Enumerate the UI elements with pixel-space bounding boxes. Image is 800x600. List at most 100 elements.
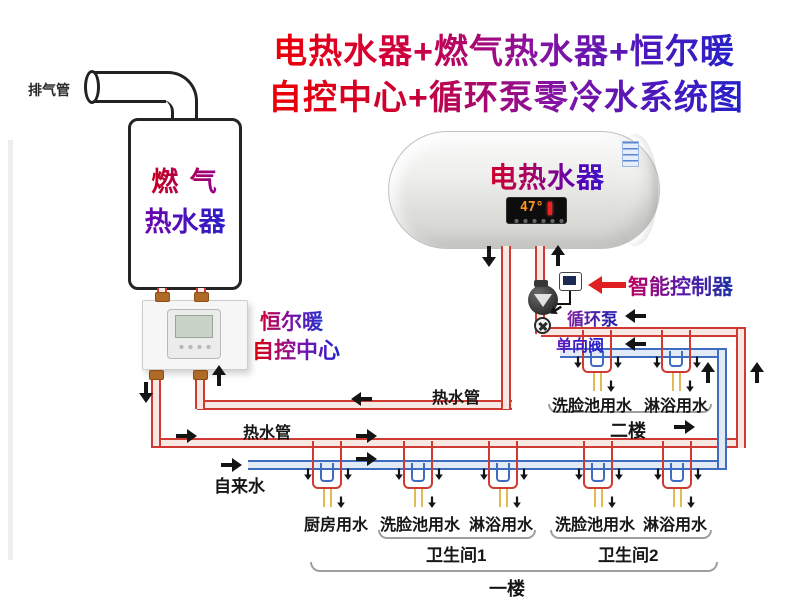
- smart-controller-label: 智能控制器: [628, 271, 733, 301]
- electric-heater-label: 电热水器: [462, 156, 632, 196]
- fixture-drop-hot-loop: [582, 330, 612, 373]
- exhaust-pipe-tube: [92, 71, 166, 103]
- bathroom1-label: 卫生间1: [426, 546, 487, 565]
- fixture-drop-cold-loop: [591, 463, 605, 482]
- flow-arrow-right: [221, 455, 242, 475]
- faucet-tail: [593, 371, 602, 391]
- flow-arrow-down: [479, 246, 499, 267]
- flow-arrow-down: [692, 356, 703, 369]
- control-center-brand: 恒尔暖: [260, 306, 323, 336]
- fixture-drop-cold-loop: [411, 463, 425, 482]
- faucet-tail: [594, 487, 603, 507]
- flow-arrow-right: [674, 417, 695, 437]
- flow-arrow-down: [343, 468, 354, 481]
- diagram-title-line2: 自控中心+循环泵零冷水系统图: [260, 70, 752, 119]
- faucet-tail: [414, 487, 423, 507]
- flow-arrow-down: [685, 380, 696, 393]
- temperature-display[interactable]: 47°: [506, 197, 567, 224]
- exhaust-pipe-opening: [84, 70, 100, 104]
- flow-arrow-right: [356, 426, 377, 446]
- electric-water-heater: [388, 131, 660, 249]
- flow-arrow-down: [303, 468, 314, 481]
- flow-arrow-down: [336, 496, 347, 509]
- hot-pipe-heater-outlet: [501, 246, 511, 409]
- cold-pipe-floor2: [560, 348, 727, 358]
- hot-water-pipe-label-upper: 热水管: [432, 390, 481, 407]
- check-valve-label: 单向阀: [556, 332, 604, 356]
- flow-arrow-down: [574, 468, 585, 481]
- outlet-label-washbasin-2: 洗脸池用水: [555, 517, 636, 534]
- fixture-drop-cold-loop: [320, 463, 334, 482]
- check-valve: [534, 317, 551, 334]
- hot-pipe-heater-return-inlet: [535, 246, 545, 290]
- circulation-pump-rotor: [534, 294, 552, 307]
- flow-arrow-down: [607, 496, 618, 509]
- pipe-coupling: [194, 292, 209, 302]
- faucet-tail: [673, 487, 682, 507]
- exhaust-pipe-elbow-inner: [160, 100, 174, 120]
- temperature-value: 47°: [520, 200, 544, 215]
- flow-arrow-left: [625, 306, 646, 326]
- fixture-drop-cold-loop: [590, 351, 604, 367]
- flow-arrow-up: [747, 362, 767, 383]
- flow-arrow-down: [614, 468, 625, 481]
- flow-arrow-down: [573, 356, 584, 369]
- hot-water-pipe-label-lower: 热水管: [243, 425, 292, 442]
- flow-arrow-down: [652, 356, 663, 369]
- flow-arrow-down: [136, 382, 156, 403]
- flow-arrow-down: [653, 468, 664, 481]
- hot-pipe-supply-run: [151, 438, 746, 448]
- flow-arrow-left: [351, 389, 372, 409]
- diagram-title-line1: 电热水器+燃气热水器+恒尔暖: [258, 24, 750, 73]
- circulation-pump-cap: [534, 280, 548, 287]
- energy-label-sticker: [622, 141, 639, 167]
- pipe-coupling: [149, 370, 164, 380]
- flow-arrow-down: [512, 496, 523, 509]
- floor1-label: 一楼: [489, 579, 525, 599]
- faucet-tail: [672, 371, 681, 391]
- fixture-drop-hot-loop: [312, 441, 342, 489]
- display-buttons[interactable]: [512, 218, 564, 223]
- fixture-drop-cold-loop: [670, 463, 684, 482]
- control-center-buttons[interactable]: [177, 344, 213, 350]
- flow-arrow-down: [479, 468, 490, 481]
- flow-arrow-up: [209, 365, 229, 386]
- hot-pipe-floor2-return: [541, 327, 746, 337]
- flow-arrow-right: [356, 449, 377, 469]
- heating-indicator-bar: [548, 202, 552, 215]
- flow-arrow-down: [427, 496, 438, 509]
- outlet-label-shower-2: 淋浴用水: [643, 517, 708, 534]
- flow-arrow-left: [625, 334, 646, 354]
- gas-water-heater: [128, 118, 242, 290]
- flow-arrow-down: [434, 468, 445, 481]
- pipe-coupling: [193, 370, 208, 380]
- exhaust-pipe-label: 排气管: [28, 82, 70, 98]
- flow-arrow-down: [519, 468, 530, 481]
- fixture-drop-cold-loop: [669, 351, 683, 367]
- flow-arrow-down: [394, 468, 405, 481]
- flow-arrow-down: [686, 496, 697, 509]
- flow-arrow-up: [698, 362, 718, 383]
- flow-arrow-up: [548, 245, 568, 266]
- pipe-coupling: [155, 292, 170, 302]
- hot-pipe-control-down-left: [151, 369, 161, 448]
- flow-arrow-right: [176, 426, 197, 446]
- outlet-label-washbasin-2f: 洗脸池用水: [552, 398, 633, 415]
- cold-pipe-right-riser: [717, 348, 727, 468]
- controller-wire: [569, 291, 571, 305]
- control-center-name: 自控中心: [252, 333, 340, 365]
- outlet-label-shower-1: 淋浴用水: [469, 517, 534, 534]
- hot-pipe-control-down-right: [195, 369, 205, 409]
- gas-heater-label-line2: 热水器: [133, 200, 237, 239]
- flow-arrow-down: [606, 380, 617, 393]
- faucet-tail: [499, 487, 508, 507]
- fixture-drop-hot-loop: [403, 441, 433, 489]
- outlet-label-shower-2f: 淋浴用水: [644, 398, 709, 415]
- fixture-drop-hot-loop: [661, 330, 691, 373]
- faucet-tail: [323, 487, 332, 507]
- controller-wire: [556, 303, 571, 305]
- fixture-drop-hot-loop: [662, 441, 692, 489]
- hot-pipe-right-riser: [736, 327, 746, 448]
- circulation-pump-label: 循环泵: [567, 305, 618, 330]
